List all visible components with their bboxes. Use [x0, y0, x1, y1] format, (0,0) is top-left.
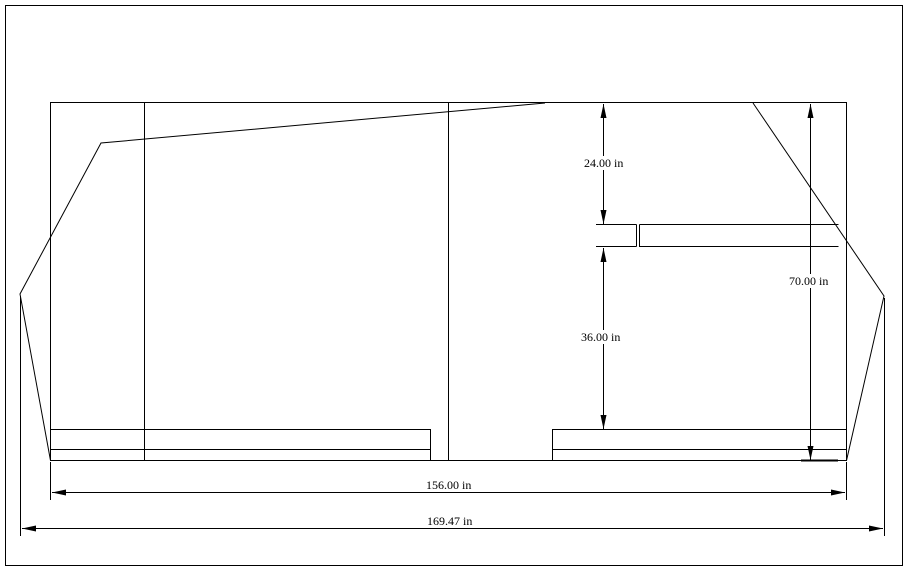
lower-right-box [552, 429, 847, 461]
dim-label-169: 169.47 in [427, 514, 472, 528]
drawing-border [5, 5, 903, 566]
dim-169-arrow-left [22, 525, 36, 532]
dim-169-arrow-right [869, 525, 883, 532]
dim-24-arrow-bottom [600, 210, 607, 224]
dim-156-arrow-left [52, 489, 66, 496]
lower-left-box [50, 429, 431, 461]
dim-70-arrow-top [807, 104, 814, 118]
profile-left [19, 102, 546, 461]
dim-label-24: 24.00 in [584, 156, 623, 170]
dim-36-arrow-top [600, 248, 607, 262]
dim-36-arrow-bottom [600, 415, 607, 429]
dim-70-arrow-bottom [807, 446, 814, 460]
dim-156-arrow-right [831, 489, 845, 496]
dim-24-arrow-top [600, 104, 607, 118]
profile-right [752, 102, 885, 461]
shelf-right [639, 224, 839, 247]
dim-label-156: 156.00 in [426, 478, 471, 492]
dim-label-70: 70.00 in [789, 274, 828, 288]
dim-label-36: 36.00 in [581, 330, 620, 344]
